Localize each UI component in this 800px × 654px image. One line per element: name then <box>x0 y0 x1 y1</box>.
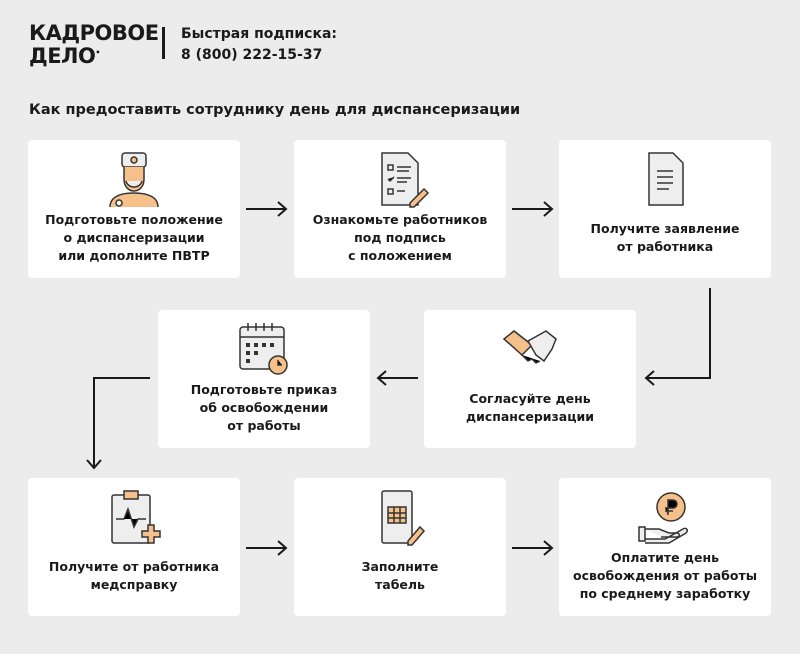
handshake-icon <box>502 330 557 364</box>
medical-clipboard-icon <box>111 490 161 544</box>
step-card-1: Подготовьте положение о диспансеризации … <box>28 140 240 278</box>
step-label: Заполните табель <box>361 559 439 592</box>
step-label: Подготовьте положение о диспансеризации … <box>45 212 223 263</box>
step-label: Ознакомьте работников под подпись с поло… <box>312 212 488 263</box>
step-label: Подготовьте приказ об освобождении от ра… <box>190 382 338 433</box>
step-label: Согласуйте день диспансеризации <box>465 391 595 424</box>
checklist-icon <box>381 152 430 208</box>
document-icon <box>648 152 684 206</box>
subscription-info: Быстрая подписка: 8 (800) 222-15-37 <box>181 24 337 66</box>
arrow-left-down <box>86 377 150 470</box>
arrow-right <box>246 201 288 217</box>
step-card-3: Получите заявление от работника <box>559 140 771 278</box>
arrow-right <box>512 540 554 556</box>
step-card-2: Ознакомьте работников под подпись с поло… <box>294 140 506 278</box>
step-card-7: Заполните табель <box>294 478 506 616</box>
ruble-coin-hand-icon <box>638 492 688 544</box>
step-label: Получите заявление от работника <box>590 221 740 254</box>
step-label: Оплатите день освобождения от работы по … <box>572 550 758 601</box>
calendar-icon <box>239 323 288 375</box>
timesheet-icon <box>381 490 426 546</box>
step-card-5: Подготовьте приказ об освобождении от ра… <box>158 310 370 448</box>
step-label: Получите от работника медсправку <box>48 559 220 592</box>
step-card-6: Получите от работника медсправку <box>28 478 240 616</box>
step-card-4: Согласуйте день диспансеризации <box>424 310 636 448</box>
phone-number[interactable]: 8 (800) 222-15-37 <box>181 47 323 63</box>
logo-line1: КАДРОВОЕ <box>29 21 159 45</box>
arrow-left <box>376 370 418 386</box>
arrow-right <box>246 540 288 556</box>
doctor-icon <box>109 152 159 208</box>
page-title: Как предоставить сотруднику день для дис… <box>29 102 521 118</box>
header-divider <box>162 27 165 59</box>
arrow-down-left <box>644 288 711 386</box>
step-card-8: Оплатите день освобождения от работы по … <box>559 478 771 616</box>
subscribe-label: Быстрая подписка: <box>181 26 338 42</box>
logo-line2: ДЕЛО• <box>29 44 100 68</box>
arrow-right <box>512 201 554 217</box>
